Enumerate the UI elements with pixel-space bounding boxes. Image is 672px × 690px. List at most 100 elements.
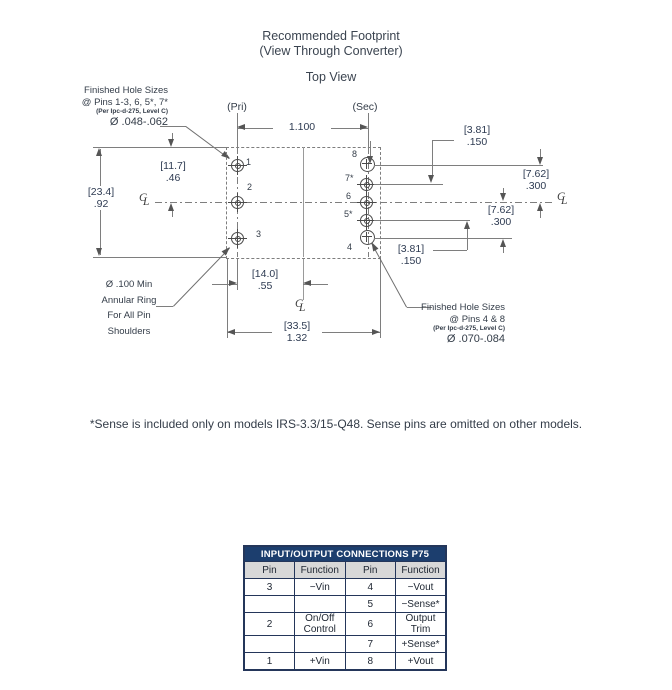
dim-mm: [11.7] bbox=[160, 160, 186, 172]
annular-note-line2: Annular Ring bbox=[101, 294, 157, 306]
pin-7-pad-icon bbox=[357, 175, 376, 194]
cell-function: −Sense* bbox=[395, 595, 447, 613]
col-header-function-right: Function bbox=[395, 561, 447, 579]
pin-1-pad-icon bbox=[228, 156, 247, 175]
centerline-l: L bbox=[561, 195, 568, 207]
dimension-bracket bbox=[432, 140, 454, 141]
dim-height-half: [11.7] .46 bbox=[152, 160, 194, 184]
table-row: 7 +Sense* bbox=[243, 635, 447, 653]
extension-line bbox=[227, 259, 228, 338]
dimension-line bbox=[540, 149, 541, 157]
hole-note-right-line3: (Per Ipc-d-275, Level C) bbox=[433, 325, 505, 332]
dim-mm: [14.0] bbox=[251, 268, 279, 280]
drawing-title: Recommended Footprint (View Through Conv… bbox=[186, 29, 476, 59]
dim-height-total: [23.4] .92 bbox=[81, 186, 121, 210]
cell-pin bbox=[243, 635, 295, 653]
cell-function: −Vin bbox=[294, 578, 346, 596]
extension-line bbox=[237, 113, 238, 147]
pin-1-number: 1 bbox=[246, 157, 252, 167]
cell-function: On/Off Control bbox=[294, 612, 346, 636]
dim-mm: [23.4] bbox=[87, 186, 115, 198]
dimension-line bbox=[370, 141, 371, 156]
cell-function: Output Trim bbox=[395, 612, 447, 636]
dim-in: .300 bbox=[525, 180, 547, 192]
dim-width-half: [14.0] .55 bbox=[243, 268, 287, 292]
hole-note-right-line2: @ Pins 4 & 8 bbox=[449, 313, 505, 325]
table-title: INPUT/OUTPUT CONNECTIONS P75 bbox=[243, 545, 447, 562]
pin-4-pad-icon bbox=[360, 230, 375, 245]
dim-in: .150 bbox=[466, 136, 488, 148]
dim-in: .92 bbox=[93, 198, 109, 210]
cell-function: +Sense* bbox=[395, 635, 447, 653]
pin-5-pad-icon bbox=[357, 211, 376, 230]
arrowhead bbox=[372, 329, 380, 335]
cell-function bbox=[294, 595, 346, 613]
cell-function: −Vout bbox=[395, 578, 447, 596]
hole-note-left-line4: Ø .048-.062 bbox=[109, 116, 168, 128]
pin-8-leader-line bbox=[374, 165, 543, 166]
pin-7-leader-line bbox=[374, 184, 443, 185]
pin-7-number: 7* bbox=[345, 173, 354, 183]
pin-8-number: 8 bbox=[352, 149, 358, 159]
hole-note-left-line1: Finished Hole Sizes bbox=[84, 85, 168, 96]
table-row: 3 −Vin 4 −Vout bbox=[243, 578, 447, 596]
arrowhead bbox=[500, 193, 506, 201]
arrowhead bbox=[360, 124, 368, 130]
extension-line bbox=[93, 257, 226, 258]
dim-width-total: [33.5] 1.32 bbox=[272, 320, 322, 344]
dimension-line bbox=[432, 140, 433, 175]
centerline-c: C bbox=[557, 191, 565, 203]
dim-pin-pitch-300-lower: [7.62] .300 bbox=[479, 204, 523, 228]
col-header-pin-left: Pin bbox=[243, 561, 295, 579]
leader-line bbox=[407, 307, 432, 308]
centerline-c: C bbox=[139, 192, 147, 204]
annular-ring-note: Ø .100 Min Annular Ring For All Pin Shou… bbox=[86, 277, 172, 339]
dim-mm: [3.81] bbox=[463, 124, 491, 136]
sense-note: *Sense is included only on models IRS-3.… bbox=[89, 417, 583, 431]
extension-line bbox=[93, 147, 226, 148]
dimension-line bbox=[503, 247, 504, 253]
dim-mm: [33.5] bbox=[283, 320, 311, 332]
col-header-function-left: Function bbox=[294, 561, 346, 579]
arrowhead bbox=[428, 175, 434, 183]
pin-6-pad-icon bbox=[357, 193, 376, 212]
dimension-line bbox=[172, 133, 173, 140]
cell-function: +Vin bbox=[294, 652, 346, 671]
pin-3-number: 3 bbox=[256, 229, 262, 239]
annular-note-line3: For All Pin bbox=[107, 310, 151, 321]
arrowhead bbox=[227, 329, 235, 335]
arrowhead bbox=[537, 157, 543, 165]
arrowhead bbox=[303, 280, 311, 286]
table-title-row: INPUT/OUTPUT CONNECTIONS P75 bbox=[243, 545, 447, 562]
cell-pin: 7 bbox=[344, 635, 396, 653]
hole-note-right: Finished Hole Sizes @ Pins 4 & 8 (Per Ip… bbox=[400, 302, 505, 346]
hole-note-left-line2: @ Pins 1-3, 6, 5*, 7* bbox=[81, 96, 168, 108]
extension-line bbox=[380, 259, 381, 338]
pin-5-number: 5* bbox=[344, 209, 353, 219]
cell-pin: 3 bbox=[243, 578, 295, 596]
dim-in: 1.32 bbox=[286, 332, 308, 344]
pin-4-leader-line bbox=[374, 238, 512, 239]
dimension-line bbox=[503, 188, 504, 194]
centerline-symbol: C L bbox=[295, 298, 311, 317]
table-row: 1 +Vin 8 +Vout bbox=[243, 652, 447, 671]
dimension-bracket bbox=[433, 250, 467, 251]
extension-line bbox=[237, 259, 238, 290]
extension-line bbox=[368, 113, 369, 147]
pin-4-number: 4 bbox=[347, 242, 353, 252]
dim-in: .300 bbox=[490, 216, 512, 228]
dim-pitch: 1.100 bbox=[273, 121, 331, 133]
sec-label: (Sec) bbox=[352, 101, 378, 113]
arrowhead bbox=[537, 203, 543, 211]
io-connections-table: INPUT/OUTPUT CONNECTIONS P75 Pin Functio… bbox=[243, 545, 447, 671]
dim-pin-pitch-300-upper: [7.62] .300 bbox=[514, 168, 558, 192]
cell-pin: 8 bbox=[344, 652, 396, 671]
table-row: 5 −Sense* bbox=[243, 595, 447, 613]
leader-line bbox=[160, 126, 186, 127]
cell-pin: 2 bbox=[243, 612, 295, 636]
dim-mm: [7.62] bbox=[487, 204, 515, 216]
table-header-row: Pin Function Pin Function bbox=[243, 561, 447, 579]
dimension-line bbox=[303, 284, 328, 285]
arrowhead bbox=[168, 203, 174, 211]
